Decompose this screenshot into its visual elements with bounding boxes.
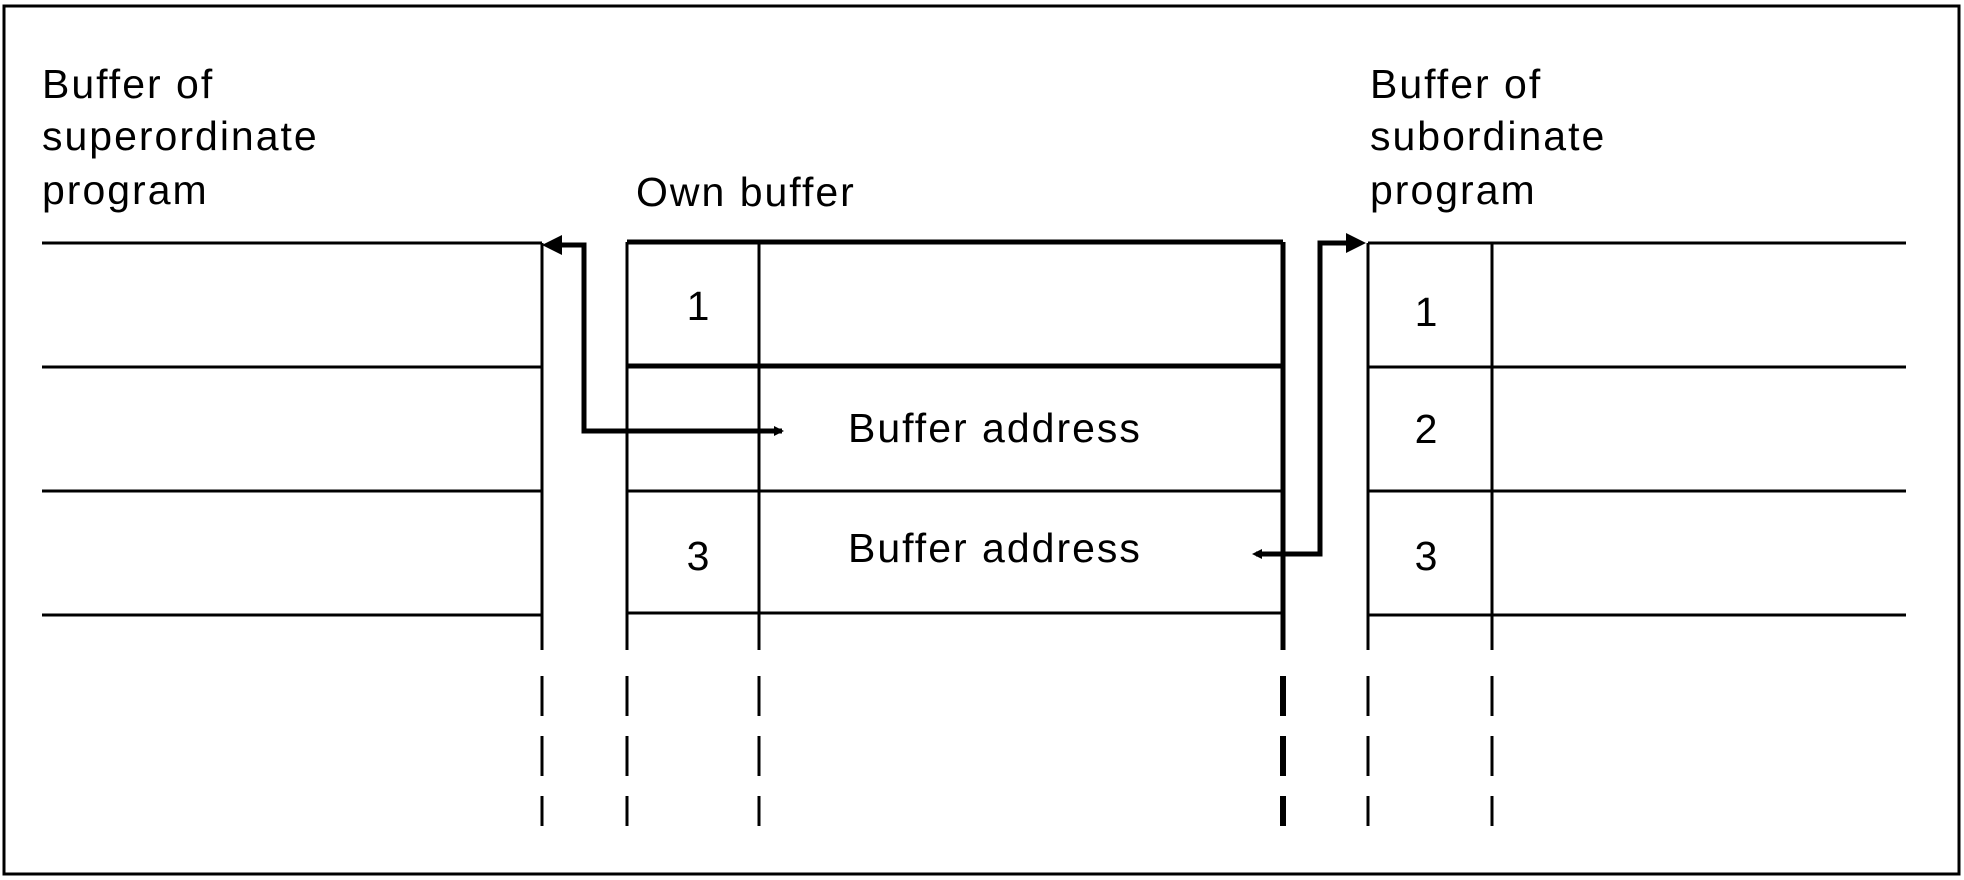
arrow-to-subordinate-path [1256,240,1352,557]
arrow-to-superordinate [542,235,784,436]
subordinate-row-1-index: 1 [1415,289,1438,335]
arrow-to-subordinate-tail [1252,549,1262,559]
arrow-to-subordinate-head [1346,233,1366,253]
superordinate-title-line-2: superordinate [42,113,319,159]
arrow-to-superordinate-path [556,242,782,434]
subordinate-title-line-1: Buffer of [1370,61,1542,107]
own-buffer: Own buffer 1 Buffer address 3 Buffer add… [625,169,1286,826]
own-buffer-row-1-index: 1 [687,283,710,329]
arrow-to-superordinate-head [542,235,562,255]
arrow-to-superordinate-tail [774,426,784,436]
superordinate-buffer: Buffer of superordinate program [42,61,544,826]
subordinate-buffer: Buffer of subordinate program 1 2 3 [1366,61,1906,826]
own-buffer-row-2-address: Buffer address [848,405,1142,451]
own-buffer-title: Own buffer [636,169,856,215]
subordinate-row-2-index: 2 [1415,406,1438,452]
own-buffer-row-3-address: Buffer address [848,525,1142,571]
diagram-frame [2,4,1961,876]
superordinate-title-line-3: program [42,167,209,213]
subordinate-title-line-3: program [1370,167,1537,213]
subordinate-row-3-index: 3 [1415,533,1438,579]
subordinate-title-line-2: subordinate [1370,113,1606,159]
arrow-to-subordinate [1252,233,1366,559]
own-buffer-row-3-index: 3 [687,533,710,579]
superordinate-title-line-1: Buffer of [42,61,214,107]
